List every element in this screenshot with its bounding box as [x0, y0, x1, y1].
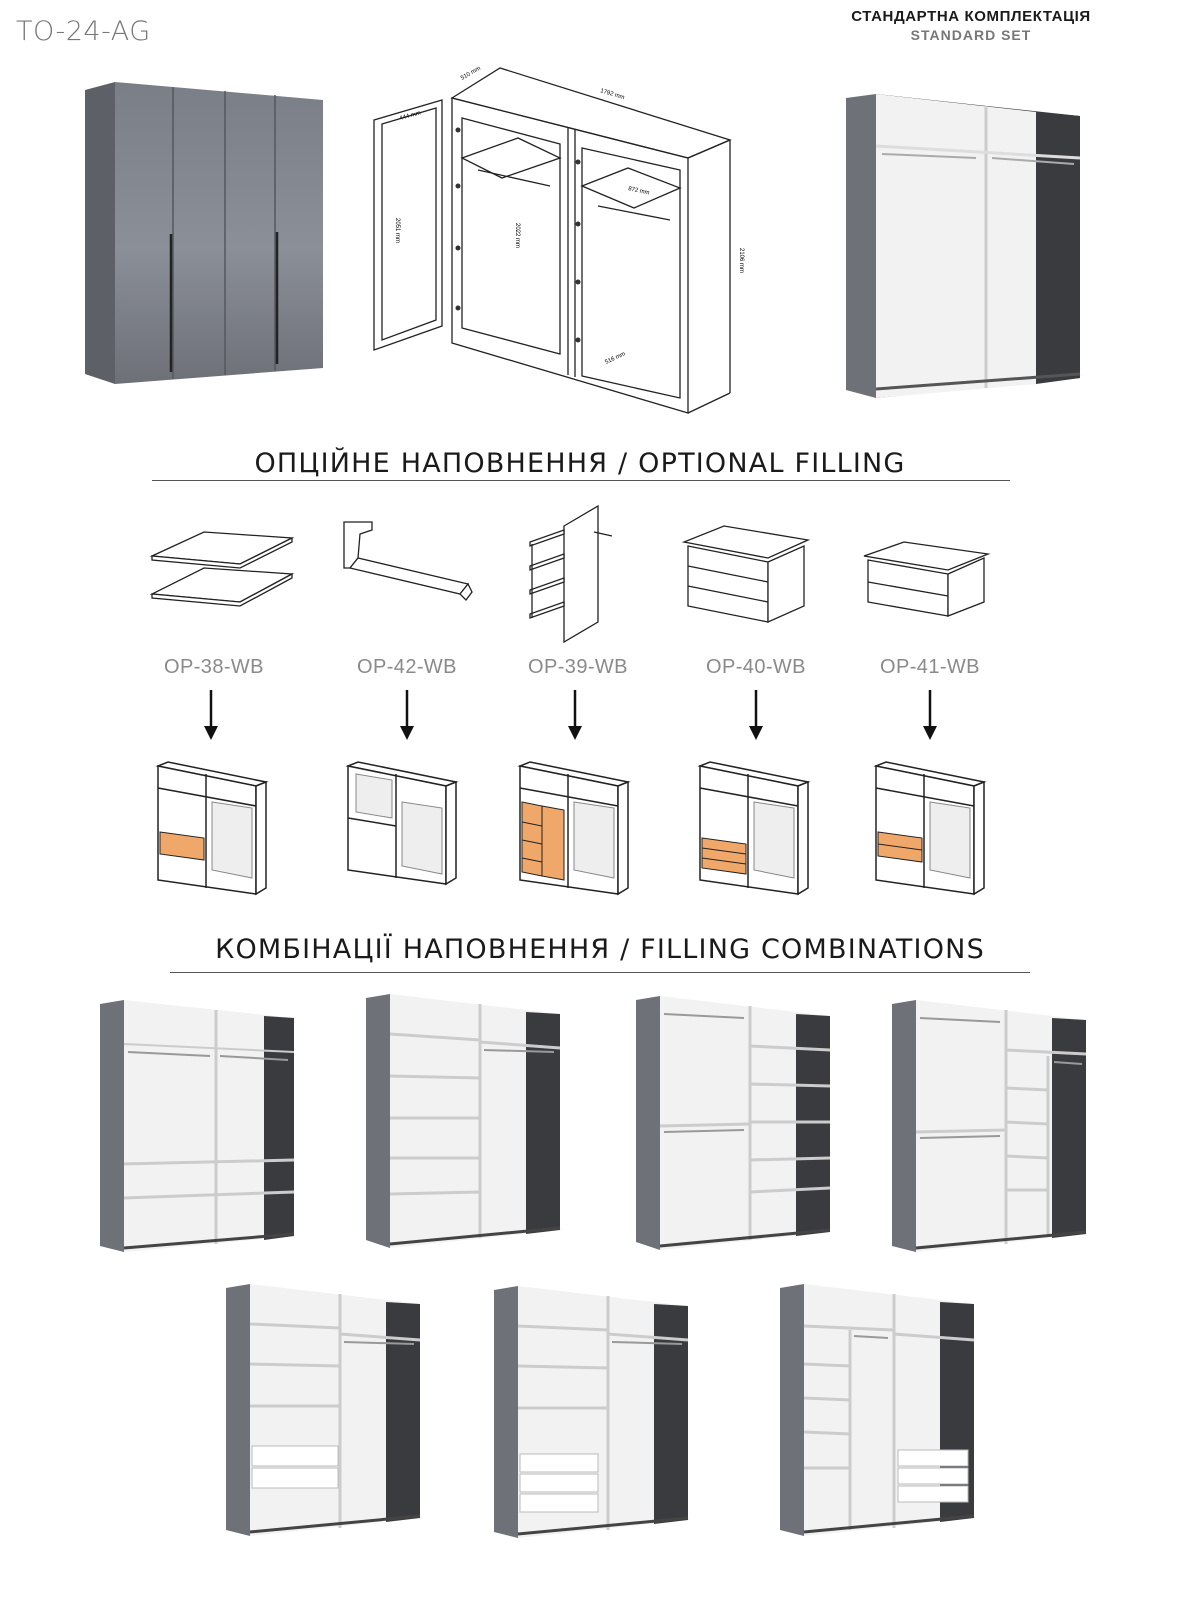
- combination-1-image: [100, 1000, 295, 1252]
- arrow-down-icon: [749, 690, 763, 740]
- standard-set-title-ua: СТАНДАРТНА КОМПЛЕКТАЦІЯ: [851, 8, 1091, 25]
- combination-3-image: [636, 996, 831, 1250]
- option-code-op-40: OP-40-WB: [706, 656, 806, 678]
- two-drawer-unit-icon: [863, 541, 991, 617]
- combination-2-image: [366, 994, 561, 1248]
- hanger-rail-icon: [343, 521, 473, 601]
- three-drawer-unit-icon: [681, 525, 811, 624]
- side-shelf-unit-icon: [529, 504, 613, 644]
- combination-4-image: [892, 1000, 1087, 1252]
- shelves-icon: [149, 531, 295, 607]
- option-code-op-38: OP-38-WB: [164, 656, 264, 678]
- optional-filling-title: ОПЦІЙНЕ НАПОВНЕННЯ / OPTIONAL FILLING: [254, 448, 906, 479]
- filling-combinations-divider: [170, 972, 1030, 973]
- product-code: TO-24-AG: [16, 16, 151, 47]
- technical-drawing: 510 mm 1792 mm 2106 mm 444 mm 2051 mm 20…: [373, 66, 744, 414]
- option-diagram-op-39: [517, 761, 631, 896]
- option-diagram-op-41: [873, 761, 987, 896]
- filling-combinations-title: КОМБІНАЦІЇ НАПОВНЕННЯ / FILLING COMBINAT…: [215, 934, 985, 965]
- dim-inner-height: 2022 mm: [514, 223, 520, 248]
- combination-5-image: [226, 1284, 421, 1536]
- dim-door-height: 2051 mm: [394, 218, 400, 243]
- combination-7-image: [780, 1284, 975, 1536]
- option-diagram-op-42: [345, 761, 459, 886]
- option-diagram-op-40: [697, 761, 811, 896]
- arrow-down-icon: [568, 690, 582, 740]
- dim-door-width: 444 mm: [399, 111, 422, 122]
- arrow-down-icon: [923, 690, 937, 740]
- optional-filling-divider: [152, 480, 1010, 481]
- arrow-down-icon: [204, 690, 218, 740]
- standard-set-title-en: STANDARD SET: [910, 27, 1032, 43]
- dim-depth: 510 mm: [460, 66, 482, 82]
- dim-height: 2106 mm: [738, 248, 744, 273]
- open-wardrobe-standard-image: [846, 94, 1081, 398]
- option-code-op-39: OP-39-WB: [528, 656, 628, 678]
- combination-6-image: [494, 1286, 689, 1538]
- option-diagram-op-38: [155, 761, 269, 896]
- dim-shelf-depth: 516 mm: [604, 351, 626, 366]
- option-code-op-41: OP-41-WB: [880, 656, 980, 678]
- dim-width: 1792 mm: [599, 88, 625, 101]
- closed-wardrobe-image: [85, 82, 323, 384]
- arrow-down-icon: [400, 690, 414, 740]
- option-code-op-42: OP-42-WB: [357, 656, 457, 678]
- dim-inner-width: 872 mm: [628, 186, 650, 196]
